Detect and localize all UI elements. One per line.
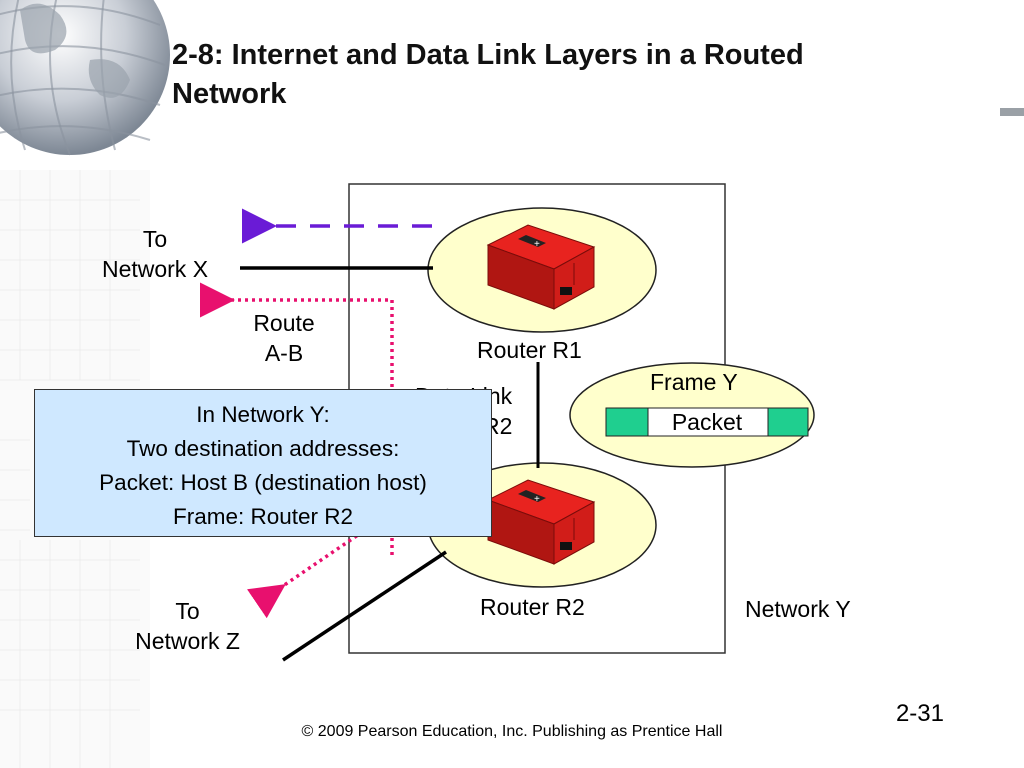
route-ab-label: Route A-B: [253, 310, 315, 366]
callout-line-4: Frame: Router R2: [172, 504, 354, 529]
callout-box: In Network Y: Two destination addresses:…: [34, 389, 492, 537]
callout-line-1: In Network Y:: [196, 402, 330, 427]
title-bar-accent: [1000, 108, 1024, 116]
svg-text:+: +: [534, 494, 540, 505]
svg-text:+: +: [534, 239, 540, 250]
packet-box: [647, 407, 769, 437]
callout-line-2: Two destination addresses:: [126, 436, 400, 461]
router-r2-icon: +: [486, 479, 596, 565]
frame-y-label: Frame Y: [650, 369, 738, 395]
packet-label: Packet: [671, 409, 743, 435]
frame-trailer: [767, 407, 809, 437]
slide-number: 2-31: [895, 700, 944, 727]
slide-title: 2-8: Internet and Data Link Layers in a …: [172, 36, 972, 114]
callout-line-3: Packet: Host B (destination host): [99, 470, 427, 495]
globe-icon: [0, 0, 170, 156]
title-line-1: 2-8: Internet and Data Link Layers in a …: [172, 39, 804, 71]
to-network-x-label: To Network X: [101, 226, 209, 282]
frame-header: [605, 407, 649, 437]
router-r1-label: Router R1: [477, 337, 582, 363]
to-network-z-label: To Network Z: [135, 598, 240, 654]
router-r2-label: Router R2: [480, 594, 585, 620]
route-ab-dotted-arrow-z: [247, 518, 381, 619]
link-network-z: [282, 550, 447, 662]
footer-copyright: © 2009 Pearson Education, Inc. Publishin…: [301, 723, 723, 740]
title-line-2: Network: [172, 78, 287, 110]
network-y-label: Network Y: [745, 596, 851, 622]
router-r1-icon: +: [486, 224, 596, 310]
